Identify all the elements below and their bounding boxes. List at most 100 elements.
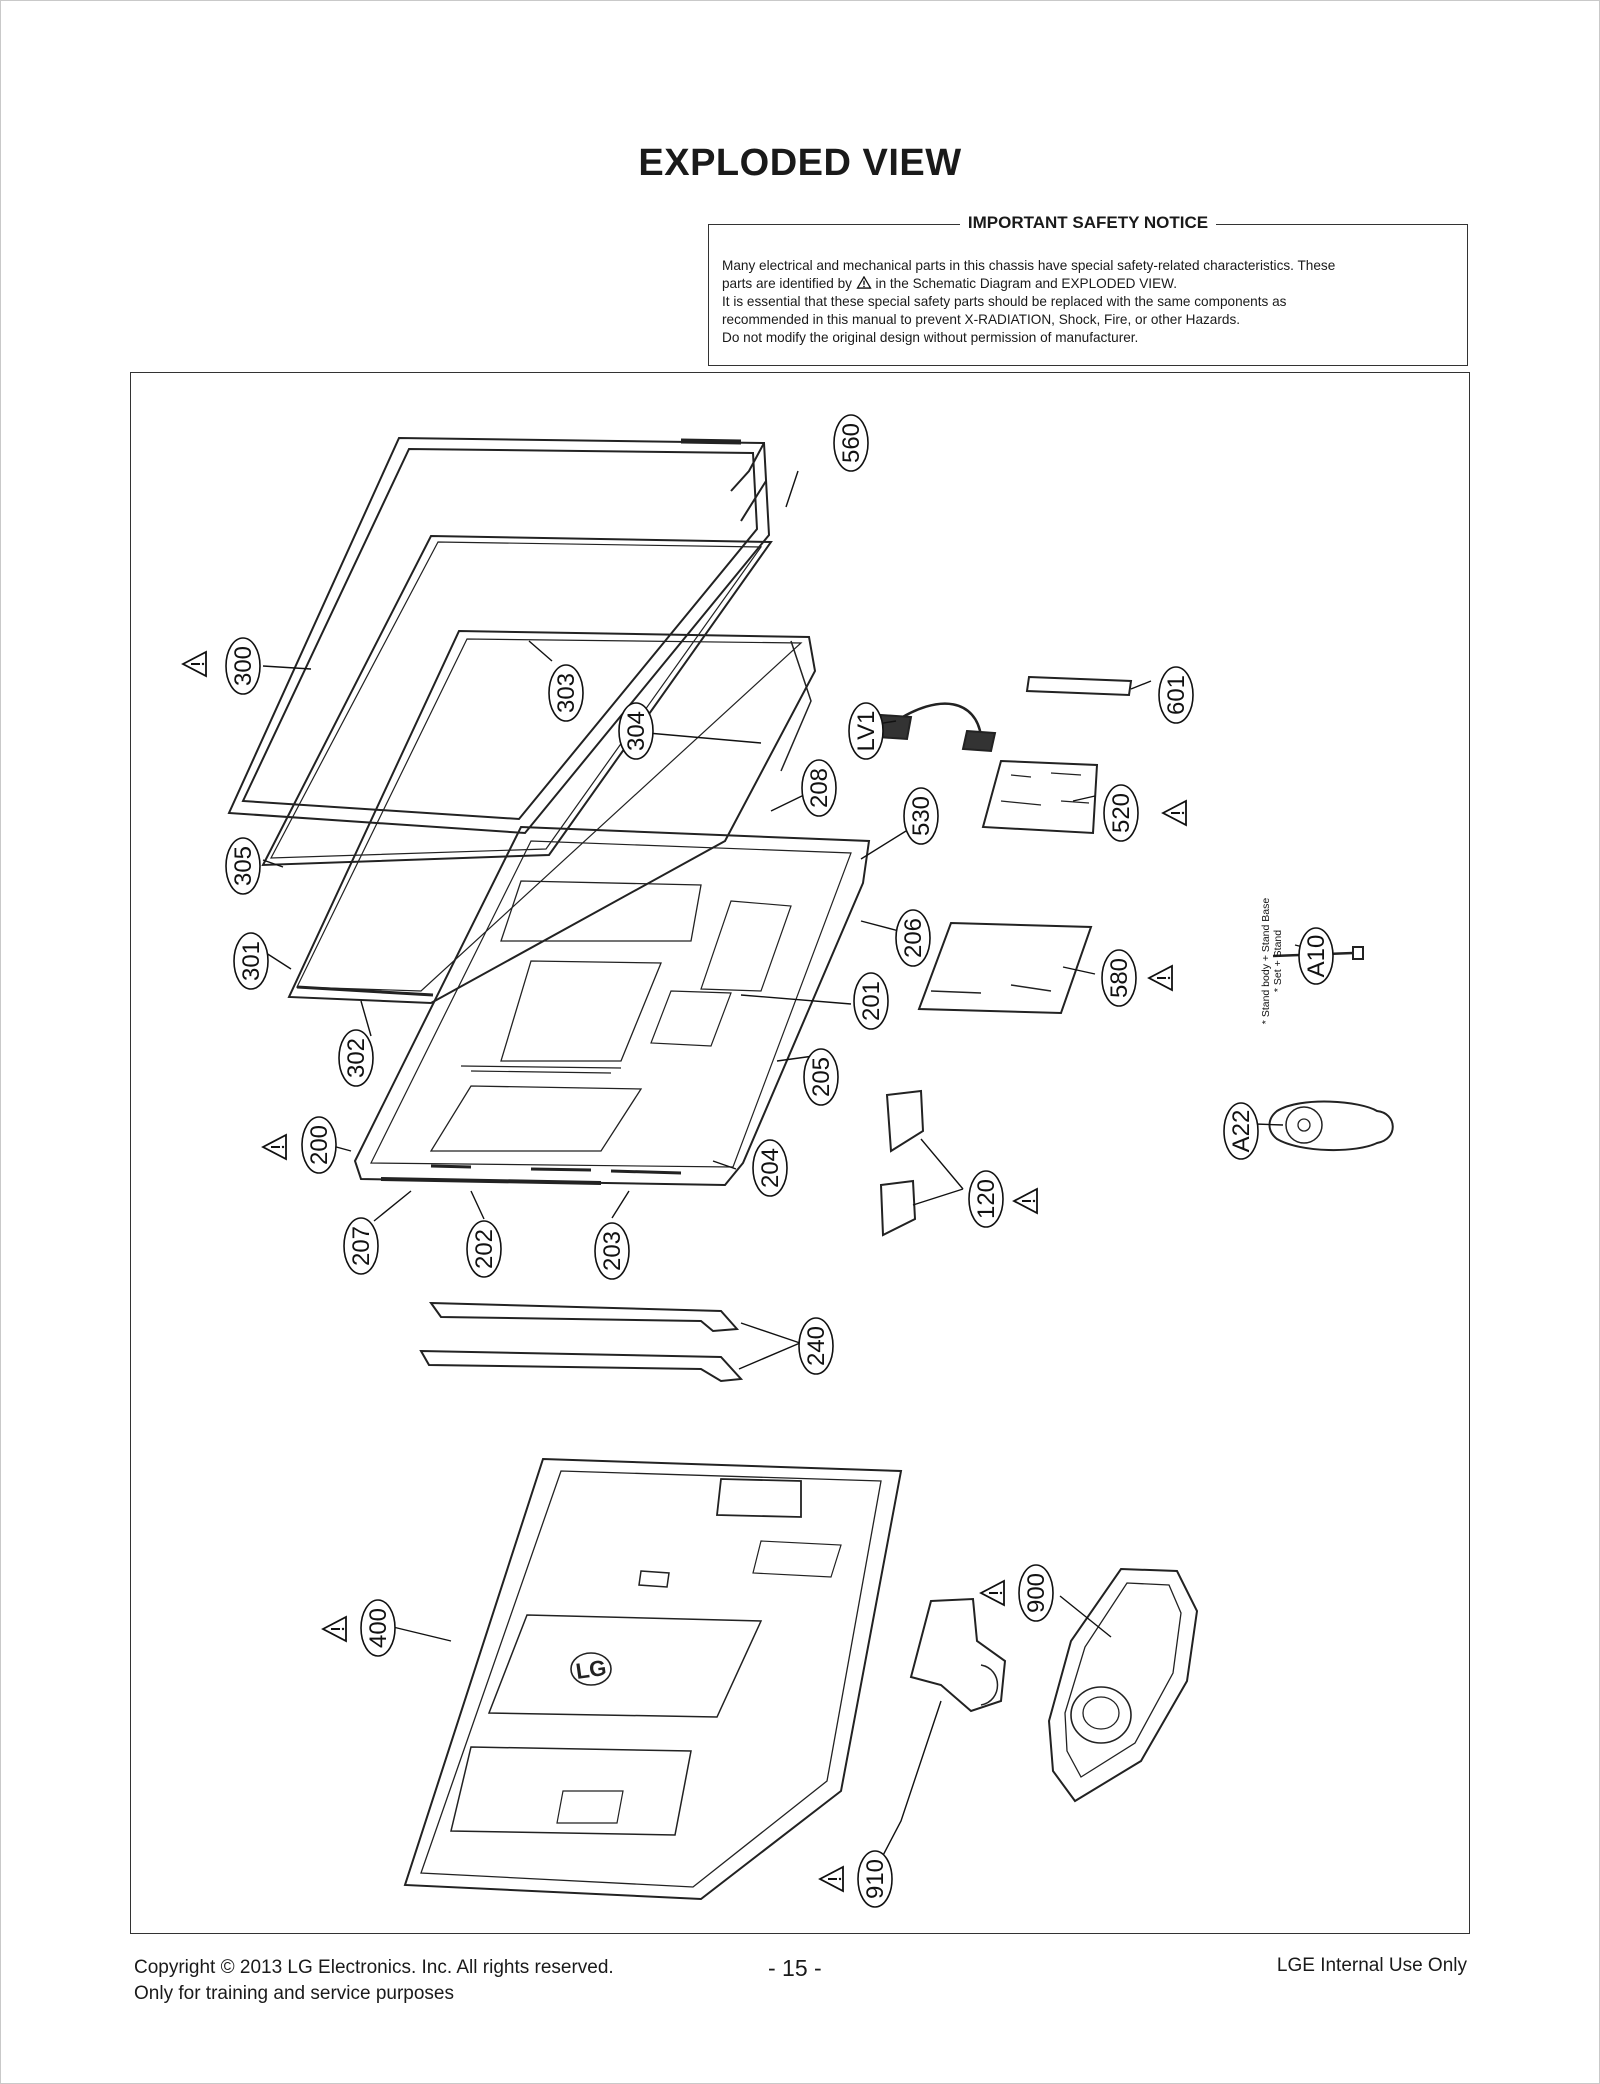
exploded-diagram-frame: LG xyxy=(130,372,1470,1934)
leader-lines xyxy=(262,470,1320,1864)
power-board-580 xyxy=(917,921,1093,1015)
svg-text:A22: A22 xyxy=(1228,1110,1255,1153)
stand-note-line-2: * Set + Stand xyxy=(1272,930,1284,992)
svg-text:207: 207 xyxy=(348,1226,375,1266)
callout-580: 580 xyxy=(1101,949,1137,1007)
back-cover-400 xyxy=(403,1457,903,1901)
callout-240: 240 xyxy=(798,1317,834,1375)
page-title: EXPLODED VIEW xyxy=(638,142,962,184)
svg-text:601: 601 xyxy=(1163,675,1190,715)
stand-note-line-1: * Stand body + Stand Base xyxy=(1260,898,1272,1025)
warning-triangle-icon xyxy=(1162,800,1187,826)
svg-text:204: 204 xyxy=(757,1148,784,1188)
svg-text:201: 201 xyxy=(858,981,885,1021)
callout-200: 200 xyxy=(301,1116,337,1174)
svg-text:304: 304 xyxy=(623,711,650,751)
svg-text:206: 206 xyxy=(900,918,927,958)
panel-glass-303 xyxy=(261,534,773,867)
svg-text:305: 305 xyxy=(230,846,257,886)
svg-text:910: 910 xyxy=(862,1859,889,1899)
board-601 xyxy=(1025,675,1133,697)
warning-triangle-icon xyxy=(980,1580,1005,1606)
remote-a22 xyxy=(1268,1100,1394,1152)
speakers-120 xyxy=(879,1089,925,1237)
footer-internal: LGE Internal Use Only xyxy=(1276,1955,1467,1976)
warning-triangle-icon xyxy=(182,651,207,677)
main-frame-200 xyxy=(353,825,871,1187)
svg-text:300: 300 xyxy=(230,646,257,686)
warning-triangle-icon xyxy=(322,1616,347,1642)
stand-base-900 xyxy=(1047,1567,1199,1803)
callout-400: 400 xyxy=(360,1599,396,1657)
warning-triangle-icon xyxy=(819,1866,844,1892)
svg-text:LV1: LV1 xyxy=(853,711,880,752)
callout-206: 206 xyxy=(895,909,931,967)
callout-300: 300 xyxy=(225,637,261,695)
stand-body-910 xyxy=(909,1597,1007,1713)
notice-line-3: It is essential that these special safet… xyxy=(722,294,1287,309)
footer-purpose: Only for training and service purposes xyxy=(134,1983,454,2004)
svg-text:301: 301 xyxy=(238,941,265,981)
warning-triangle-icon xyxy=(856,276,872,289)
callout-a22: A22 xyxy=(1223,1102,1259,1160)
svg-text:302: 302 xyxy=(343,1038,370,1078)
callout-302: 302 xyxy=(338,1029,374,1087)
svg-text:120: 120 xyxy=(973,1179,1000,1219)
stand-note: * Stand body + Stand Base * Set + Stand xyxy=(1260,898,1284,1025)
front-bezel-300 xyxy=(227,436,771,835)
lvds-cable-lv1 xyxy=(875,702,997,753)
safety-notice-heading: IMPORTANT SAFETY NOTICE xyxy=(959,213,1217,232)
callout-208: 208 xyxy=(801,759,837,817)
callout-560: 560 xyxy=(833,414,869,472)
callout-120: 120 xyxy=(968,1170,1004,1228)
svg-text:900: 900 xyxy=(1023,1573,1050,1613)
callout-201: 201 xyxy=(853,972,889,1030)
svg-text:240: 240 xyxy=(803,1326,830,1366)
notice-line-2b: in the Schematic Diagram and EXPLODED VI… xyxy=(875,276,1177,291)
callout-601: 601 xyxy=(1158,666,1194,724)
lcd-panel-304 xyxy=(287,629,817,1005)
callout-301: 301 xyxy=(233,932,269,990)
notice-line-1: Many electrical and mechanical parts in … xyxy=(722,258,1336,273)
svg-text:560: 560 xyxy=(838,423,865,463)
callout-203: 203 xyxy=(594,1222,630,1280)
safety-notice-body: Many electrical and mechanical parts in … xyxy=(722,257,1454,347)
callout-305: 305 xyxy=(225,837,261,895)
svg-text:208: 208 xyxy=(806,768,833,808)
callout-304: 304 xyxy=(618,702,654,760)
footer-left: Copyright © 2013 LG Electronics. Inc. Al… xyxy=(134,1955,614,2007)
notice-line-2: parts are identified by in the Schematic… xyxy=(722,275,1454,293)
callout-202: 202 xyxy=(466,1220,502,1278)
notice-line-4: recommended in this manual to prevent X-… xyxy=(722,312,1241,327)
main-board-520 xyxy=(981,759,1099,835)
svg-text:530: 530 xyxy=(908,796,935,836)
notice-line-2a: parts are identified by xyxy=(722,276,852,291)
svg-text:580: 580 xyxy=(1106,958,1133,998)
callout-520: 520 xyxy=(1103,784,1139,842)
callout-900: 900 xyxy=(1018,1564,1054,1622)
svg-text:400: 400 xyxy=(365,1608,392,1648)
warning-triangle-icon xyxy=(262,1134,287,1160)
exploded-diagram: LG xyxy=(182,414,1394,1908)
callout-910: 910 xyxy=(857,1850,893,1908)
svg-text:520: 520 xyxy=(1108,793,1135,833)
lg-logo-text: LG xyxy=(574,1655,608,1684)
svg-text:200: 200 xyxy=(306,1125,333,1165)
callout-a10: A10 xyxy=(1298,927,1334,985)
footer-copyright: Copyright © 2013 LG Electronics. Inc. Al… xyxy=(134,1957,614,1978)
callout-204: 204 xyxy=(752,1139,788,1197)
warning-triangle-icon xyxy=(1013,1188,1038,1214)
svg-text:205: 205 xyxy=(808,1057,835,1097)
safety-notice-heading-wrap: IMPORTANT SAFETY NOTICE xyxy=(709,213,1467,233)
svg-text:A10: A10 xyxy=(1303,935,1330,978)
page-number: - 15 - xyxy=(768,1955,822,1981)
callout-530: 530 xyxy=(903,787,939,845)
callout-207: 207 xyxy=(343,1217,379,1275)
callout-205: 205 xyxy=(803,1048,839,1106)
callout-lv1: LV1 xyxy=(848,702,884,760)
warning-triangle-icon xyxy=(1148,965,1173,991)
svg-text:202: 202 xyxy=(471,1229,498,1269)
safety-notice-box: IMPORTANT SAFETY NOTICE Many electrical … xyxy=(708,213,1468,366)
svg-text:203: 203 xyxy=(599,1231,626,1271)
notice-line-5: Do not modify the original design withou… xyxy=(722,330,1139,345)
